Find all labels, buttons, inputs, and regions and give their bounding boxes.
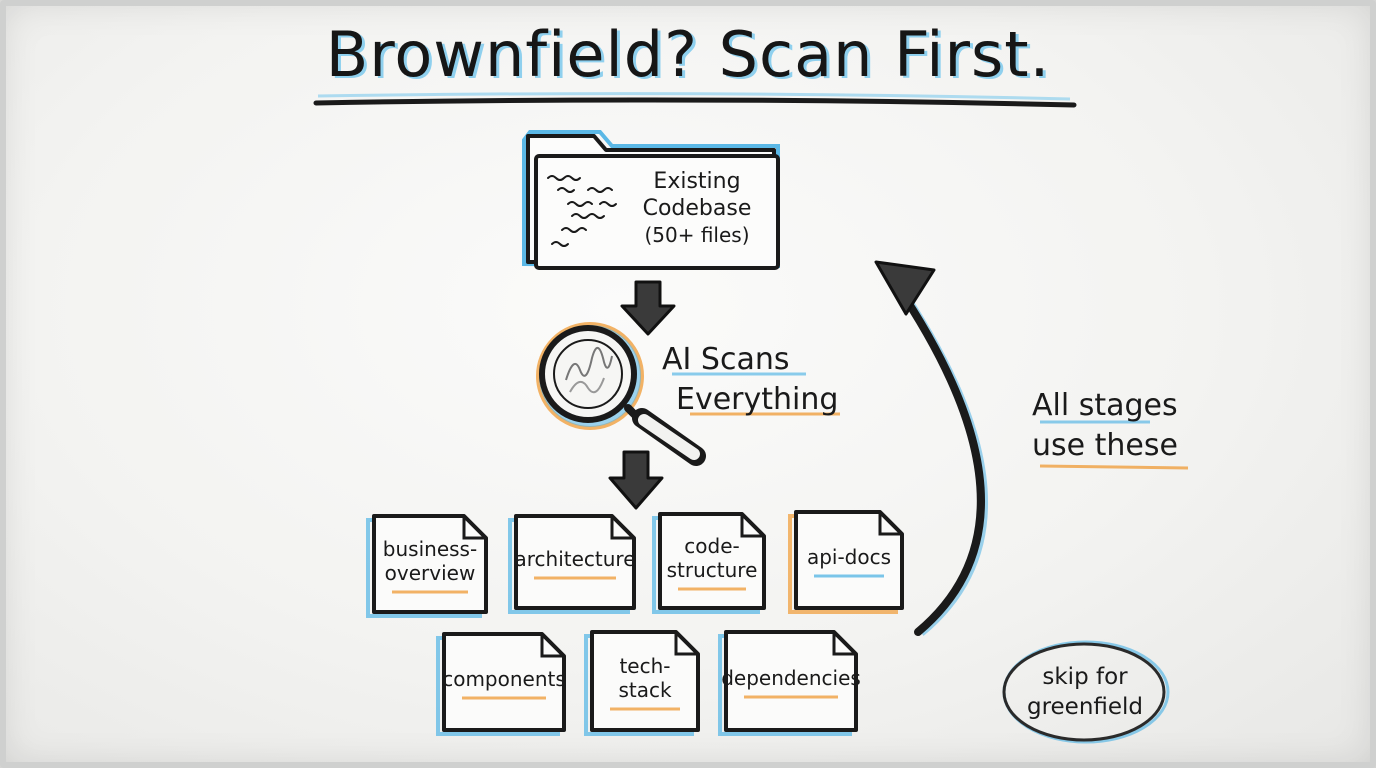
document-card-label-line1: code- — [684, 534, 740, 558]
document-card-label: components — [442, 634, 566, 724]
document-card-label: architecture — [514, 516, 636, 602]
scan-label: AI Scans Everything — [662, 340, 842, 420]
document-card-label-line1: components — [442, 667, 566, 691]
document-card-label-line1: dependencies — [721, 666, 861, 690]
document-card-label: tech-stack — [592, 632, 698, 724]
document-cards — [366, 510, 904, 736]
document-card — [508, 514, 636, 614]
codebase-label-line3: (50+ files) — [644, 223, 750, 247]
note-label-line2: greenfield — [1026, 694, 1144, 720]
document-card — [584, 630, 700, 736]
codebase-label-line1: Existing — [653, 169, 741, 194]
document-card-label: dependencies — [721, 632, 861, 724]
note-label: skip for greenfield — [1010, 662, 1160, 722]
document-card — [366, 514, 488, 618]
feedback-arrow-icon — [874, 260, 988, 636]
document-card-label-line1: business- — [382, 537, 478, 561]
document-card-label-line2: stack — [618, 678, 672, 702]
document-card-label: code-structure — [660, 514, 764, 602]
scan-label-line2: Everything — [676, 382, 839, 417]
document-card-label-line1: architecture — [514, 547, 636, 571]
arrow-down-icon-2 — [608, 450, 664, 510]
note-label-line1: skip for — [1042, 664, 1128, 690]
feedback-label-line2: use these — [1032, 428, 1178, 463]
scan-label-line1: AI Scans — [662, 342, 790, 377]
folder-icon — [522, 130, 780, 270]
feedback-label-line1: All stages — [1032, 388, 1178, 423]
document-card-label: business-overview — [374, 516, 486, 606]
document-card-label-line1: api-docs — [806, 545, 892, 569]
document-card — [788, 510, 904, 614]
document-card-label-line2: overview — [384, 561, 476, 585]
codebase-label: Existing Codebase (50+ files) — [632, 168, 762, 249]
document-card — [652, 512, 766, 614]
document-card-label-line1: tech- — [619, 654, 671, 678]
document-card-label-line2: structure — [666, 558, 758, 582]
diagram-title: Brownfield? Scan First. — [325, 18, 1051, 91]
codebase-label-line2: Codebase — [642, 196, 752, 221]
arrow-down-icon — [620, 280, 676, 336]
feedback-label: All stages use these — [1032, 386, 1202, 466]
document-card — [436, 632, 566, 736]
document-card-label: api-docs — [796, 512, 902, 602]
note-ellipse — [1002, 640, 1170, 744]
document-card — [718, 630, 858, 736]
title-underline — [313, 97, 1077, 108]
magnifying-glass-icon — [536, 322, 706, 466]
